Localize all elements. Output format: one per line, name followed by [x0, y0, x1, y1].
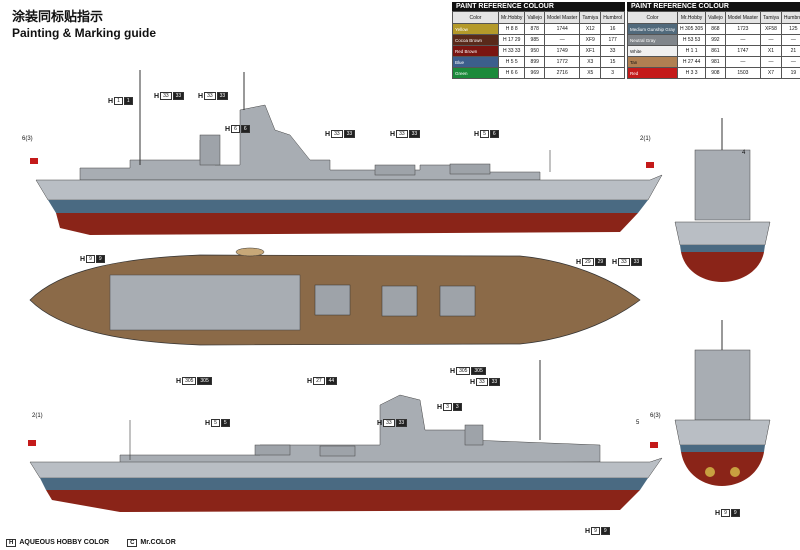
funnel	[199, 134, 221, 166]
flag-icon	[650, 442, 658, 448]
hull-red	[46, 490, 640, 512]
color-swatch: Neutral Gray	[626, 34, 679, 46]
column-header: Humbrol	[600, 11, 626, 24]
color-swatch: Green	[452, 67, 499, 79]
hull-gray	[29, 457, 663, 479]
cell-humbrol: 3	[600, 67, 626, 79]
bow-superstructure	[694, 149, 751, 221]
hull-gray	[35, 174, 663, 201]
boot-stripe	[40, 478, 648, 490]
flag-icon	[646, 162, 654, 168]
column-header: Mr.Hobby	[497, 11, 526, 24]
bow-hull	[674, 221, 771, 246]
turret	[319, 445, 356, 457]
title-english: Painting & Marking guide	[12, 26, 157, 40]
turret-top	[381, 285, 418, 317]
turret	[254, 444, 291, 456]
funnel	[464, 424, 484, 446]
decal-mark: 6(3)	[22, 136, 33, 142]
side-profile-top	[30, 70, 663, 235]
decal-mark: 6(3)	[650, 413, 661, 419]
cell-humbrol: 33	[600, 45, 626, 57]
stern-boot	[680, 445, 765, 452]
decal-mark: 5	[636, 420, 640, 426]
flag-icon	[28, 440, 36, 446]
turret	[374, 164, 416, 176]
paint-table-caption: PAINT REFERENCE COLOUR	[627, 2, 800, 11]
side-profile-bottom	[28, 360, 663, 512]
bow-view-top	[674, 118, 771, 282]
decal-mark: 2(1)	[32, 413, 43, 419]
column-header: Humbrol	[780, 11, 800, 24]
title-chinese: 涂装同标贴指示	[12, 10, 104, 25]
stern-hull	[674, 419, 771, 446]
cell-humbrol: 19	[780, 67, 800, 79]
column-header: Mr.Hobby	[677, 11, 707, 24]
top-view	[29, 247, 641, 346]
superstructure-top	[109, 274, 301, 331]
propeller-icon	[705, 467, 715, 477]
bow-boot	[680, 245, 765, 252]
upper-superstructure	[119, 394, 601, 466]
turret-top	[314, 284, 351, 316]
bow-red	[681, 252, 764, 282]
decal-mark: 2(1)	[640, 136, 651, 142]
stern-red	[681, 452, 764, 486]
boot-stripe	[48, 200, 648, 213]
cell-mm: 1503	[724, 67, 762, 79]
cell-vallejo: 969	[524, 67, 546, 79]
flag-icon	[30, 158, 38, 164]
decal-mark: 4	[742, 150, 746, 156]
cell-mm: 2716	[544, 67, 581, 79]
turret	[449, 163, 491, 175]
cell-h: H 3 3	[677, 67, 707, 79]
hull-red	[56, 213, 638, 235]
paint-table-caption: PAINT REFERENCE COLOUR	[452, 2, 626, 11]
turret-top	[439, 285, 476, 317]
stern-view-bottom	[674, 320, 771, 486]
cell-h: H 6 6	[497, 67, 526, 79]
boat	[235, 247, 265, 257]
stern-superstructure	[694, 349, 751, 421]
propeller-icon	[730, 467, 740, 477]
